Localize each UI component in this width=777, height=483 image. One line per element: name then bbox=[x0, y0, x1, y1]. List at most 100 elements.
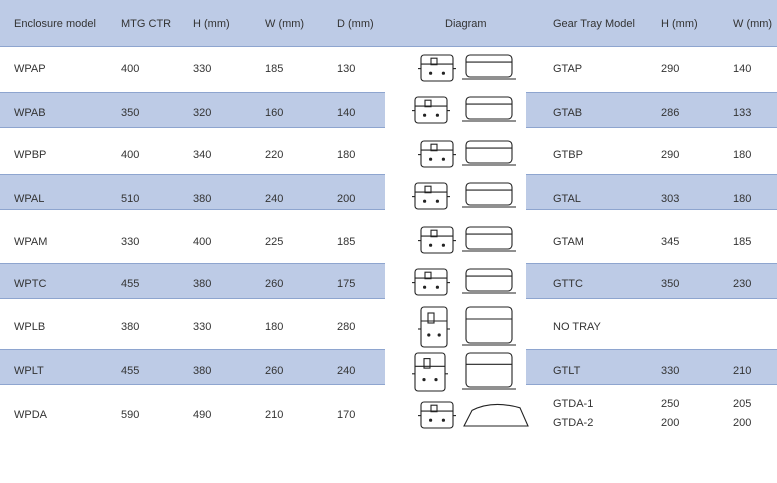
table-cell-w: 240 bbox=[265, 193, 284, 205]
column-header: H (mm) bbox=[193, 18, 230, 30]
column-header: W (mm) bbox=[265, 18, 305, 30]
table-cell-tw: 230 bbox=[733, 278, 752, 290]
table-cell-mtg: 455 bbox=[121, 365, 140, 377]
table-cell-th: 350 bbox=[661, 278, 680, 290]
enclosure-front-diagram bbox=[418, 306, 450, 348]
table-cell-tray: GTDA-1 bbox=[553, 398, 594, 410]
table-cell-d: 280 bbox=[337, 321, 356, 333]
table-cell-h: 380 bbox=[193, 278, 212, 290]
enclosure-front-diagram bbox=[418, 140, 456, 168]
table-cell-d: 175 bbox=[337, 278, 356, 290]
enclosure-front-diagram bbox=[418, 226, 456, 254]
table-cell-th: 250 bbox=[661, 398, 680, 410]
row-band bbox=[0, 92, 385, 128]
table-cell-model: WPAP bbox=[14, 63, 46, 75]
table-cell-model: WPLB bbox=[14, 321, 46, 333]
table-cell-th: 303 bbox=[661, 193, 680, 205]
table-cell-w: 220 bbox=[265, 149, 284, 161]
table-cell-h: 330 bbox=[193, 63, 212, 75]
header-band bbox=[0, 0, 777, 47]
table-cell-tw: 140 bbox=[733, 63, 752, 75]
table-cell-d: 200 bbox=[337, 193, 356, 205]
table-cell-tray: GTLT bbox=[553, 365, 581, 377]
enclosure-side-diagram bbox=[462, 54, 516, 80]
enclosure-side-diagram bbox=[462, 306, 516, 346]
table-cell-th: 286 bbox=[661, 107, 680, 119]
table-cell-w: 225 bbox=[265, 236, 284, 248]
enclosure-side-diagram bbox=[462, 226, 516, 252]
table-cell-tray: GTAL bbox=[553, 193, 581, 205]
row-band bbox=[0, 263, 385, 299]
table-cell-th: 290 bbox=[661, 149, 680, 161]
table-cell-tw: 133 bbox=[733, 107, 752, 119]
enclosure-front-diagram bbox=[412, 182, 450, 210]
table-cell-mtg: 510 bbox=[121, 193, 140, 205]
table-cell-d: 130 bbox=[337, 63, 356, 75]
table-cell-w: 210 bbox=[265, 409, 284, 421]
table-cell-tray: NO TRAY bbox=[553, 321, 601, 333]
table-cell-mtg: 400 bbox=[121, 63, 140, 75]
tray-band bbox=[526, 92, 777, 128]
table-cell-model: WPAM bbox=[14, 236, 48, 248]
enclosure-side-diagram bbox=[462, 352, 516, 390]
column-header: Diagram bbox=[445, 18, 487, 30]
enclosure-side-diagram bbox=[462, 268, 516, 294]
table-cell-w: 260 bbox=[265, 278, 284, 290]
table-cell-model: WPDA bbox=[14, 409, 47, 421]
table-cell-w: 160 bbox=[265, 107, 284, 119]
table-cell-d: 240 bbox=[337, 365, 356, 377]
table-cell-mtg: 400 bbox=[121, 149, 140, 161]
table-cell-mtg: 350 bbox=[121, 107, 140, 119]
table-cell-w: 260 bbox=[265, 365, 284, 377]
tray-band bbox=[526, 263, 777, 299]
enclosure-side-diagram bbox=[462, 96, 516, 122]
table-cell-h: 340 bbox=[193, 149, 212, 161]
table-cell-tw: 180 bbox=[733, 193, 752, 205]
table-cell-th: 345 bbox=[661, 236, 680, 248]
column-header: W (mm) bbox=[733, 18, 773, 30]
row-band bbox=[0, 174, 385, 210]
table-cell-tw2: 200 bbox=[733, 417, 752, 429]
table-cell-w: 185 bbox=[265, 63, 284, 75]
table-cell-tray: GTBP bbox=[553, 149, 583, 161]
enclosure-front-diagram bbox=[412, 268, 450, 296]
table-cell-w: 180 bbox=[265, 321, 284, 333]
table-cell-model: WPLT bbox=[14, 365, 44, 377]
column-header: D (mm) bbox=[337, 18, 374, 30]
table-cell-tw: 185 bbox=[733, 236, 752, 248]
table-cell-th: 330 bbox=[661, 365, 680, 377]
table-cell-tw: 210 bbox=[733, 365, 752, 377]
table-cell-d: 170 bbox=[337, 409, 356, 421]
column-header: H (mm) bbox=[661, 18, 698, 30]
column-header: Enclosure model bbox=[14, 18, 96, 30]
enclosure-side-diagram bbox=[463, 403, 529, 427]
tray-band bbox=[526, 349, 777, 385]
table-cell-model: WPAL bbox=[14, 193, 45, 205]
table-cell-d: 185 bbox=[337, 236, 356, 248]
table-cell-h: 320 bbox=[193, 107, 212, 119]
row-band bbox=[0, 349, 385, 385]
table-cell-h: 400 bbox=[193, 236, 212, 248]
enclosure-front-diagram bbox=[412, 96, 450, 124]
table-cell-d: 180 bbox=[337, 149, 356, 161]
table-cell-tw: 205 bbox=[733, 398, 752, 410]
column-header: Gear Tray Model bbox=[553, 18, 635, 30]
enclosure-front-diagram bbox=[418, 401, 456, 429]
enclosure-side-diagram bbox=[462, 182, 516, 208]
table-cell-mtg: 590 bbox=[121, 409, 140, 421]
table-cell-h: 380 bbox=[193, 193, 212, 205]
table-cell-mtg: 330 bbox=[121, 236, 140, 248]
table-cell-mtg: 380 bbox=[121, 321, 140, 333]
table-cell-h: 490 bbox=[193, 409, 212, 421]
table-cell-th: 290 bbox=[661, 63, 680, 75]
table-cell-d: 140 bbox=[337, 107, 356, 119]
table-cell-model: WPTC bbox=[14, 278, 47, 290]
table-cell-mtg: 455 bbox=[121, 278, 140, 290]
table-cell-tw: 180 bbox=[733, 149, 752, 161]
table-cell-tray: GTAB bbox=[553, 107, 583, 119]
table-cell-h: 330 bbox=[193, 321, 212, 333]
enclosure-front-diagram bbox=[418, 54, 456, 82]
table-cell-model: WPBP bbox=[14, 149, 47, 161]
column-header: MTG CTR bbox=[121, 18, 172, 30]
table-cell-h: 380 bbox=[193, 365, 212, 377]
